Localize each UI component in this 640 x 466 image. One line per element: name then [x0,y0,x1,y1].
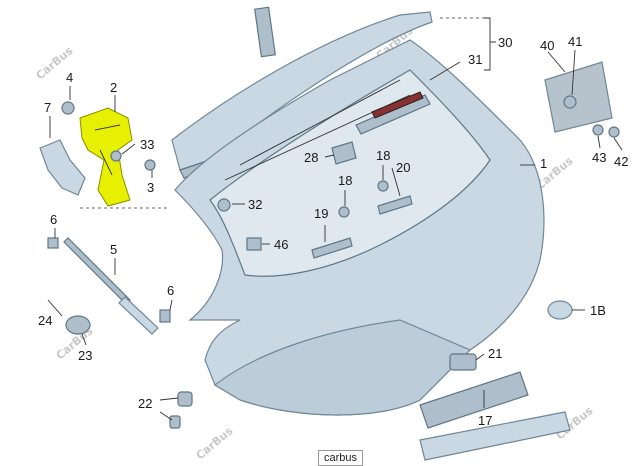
callout-label: 19 [314,206,328,221]
callout-label: 3 [147,180,154,195]
callout-label: 24 [38,313,52,328]
callout-label: 4 [66,70,73,85]
callout-label: 6 [50,212,57,227]
callout-label: 20 [396,160,410,175]
leader-lines [47,17,623,421]
plate-bracket [544,61,613,133]
callout-label: 18 [376,148,390,163]
callout-label: 1B [590,303,606,318]
callout-label: 6 [167,283,174,298]
tailgate-body [174,39,545,416]
callout-label: 22 [138,396,152,411]
callout-label: 32 [248,197,262,212]
callout-label: 18 [338,173,352,188]
callout-label: 42 [614,154,628,169]
callout-labels: 1 1B 2 3 4 5 6 6 7 17 18 18 19 20 21 22 … [38,34,628,428]
callout-label: 33 [140,137,154,152]
brake-light [355,91,431,135]
callout-label: 23 [78,348,92,363]
hinge-highlighted [79,107,133,207]
callout-label: 1 [540,156,547,171]
callout-label: 30 [498,35,512,50]
callout-label: 31 [468,52,482,67]
callout-label: 46 [274,237,288,252]
callout-label: 43 [592,150,606,165]
callout-label: 40 [540,38,554,53]
callout-label: 7 [44,100,51,115]
callout-label: 17 [478,413,492,428]
bracket [39,139,86,196]
callout-label: 41 [568,34,582,49]
lower-trim [419,371,571,461]
callout-label: 2 [110,80,117,95]
watermark: CarBus [194,424,236,462]
gas-strut [63,237,159,335]
callout-label: 5 [110,242,117,257]
callout-label: 28 [304,150,318,165]
callout-label: 21 [488,346,502,361]
small-parts [47,6,620,429]
